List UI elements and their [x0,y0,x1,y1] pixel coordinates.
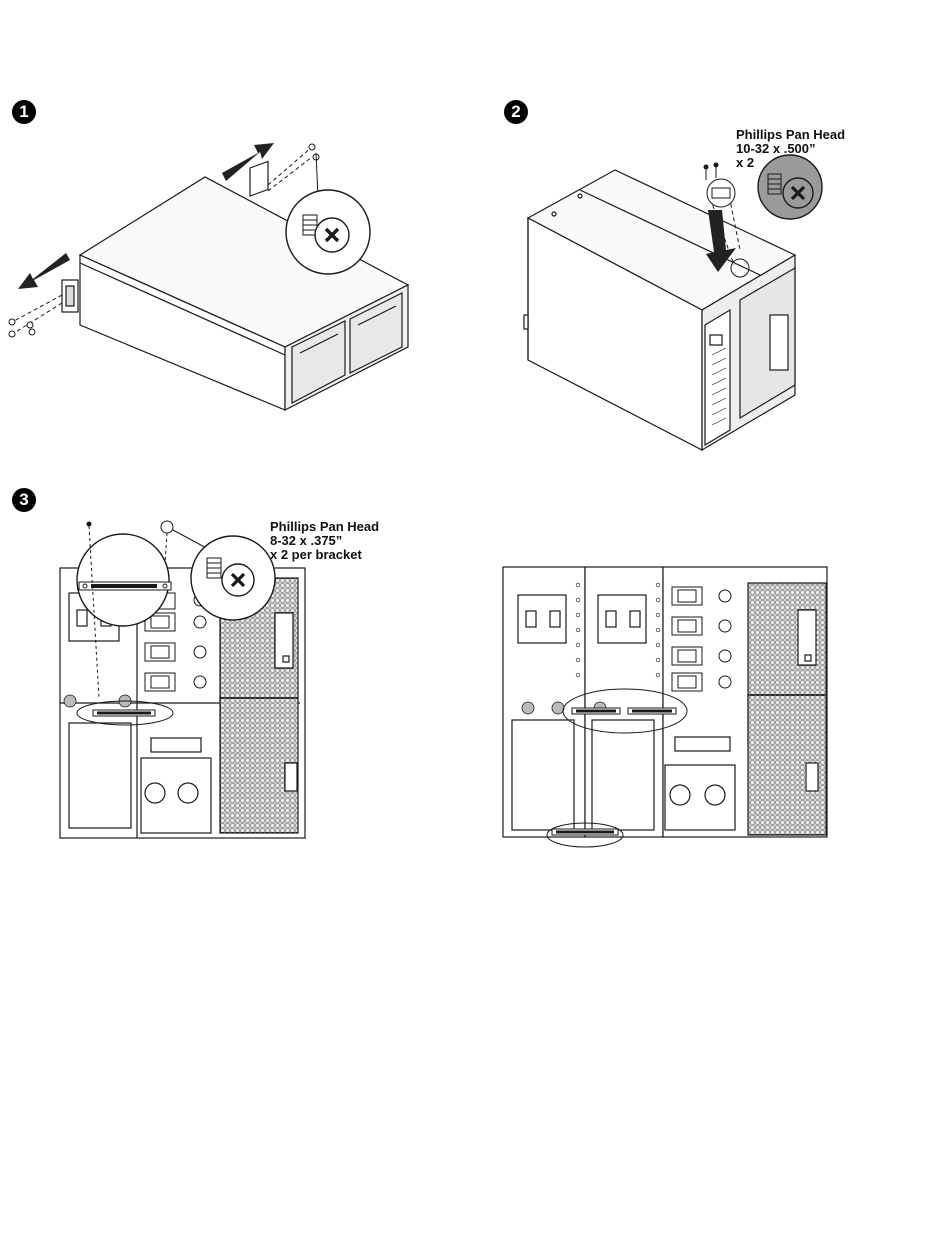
callout-line: Phillips Pan Head [736,128,845,142]
step-3-rear-panel-right [500,565,830,850]
step-2-badge: 2 [504,100,528,124]
step-3-rear-panel-left [55,518,310,843]
bracket-icon [250,161,268,196]
screw-icon [758,155,822,219]
step-1-badge: 1 [12,100,36,124]
bracket-zoom-circle [77,534,169,626]
step-3-badge: 3 [12,488,36,512]
bracket-icon [712,188,730,198]
step-2-diagram [520,160,840,460]
callout-line: 10-32 x .500” [736,142,845,156]
step-1-diagram [0,125,430,425]
